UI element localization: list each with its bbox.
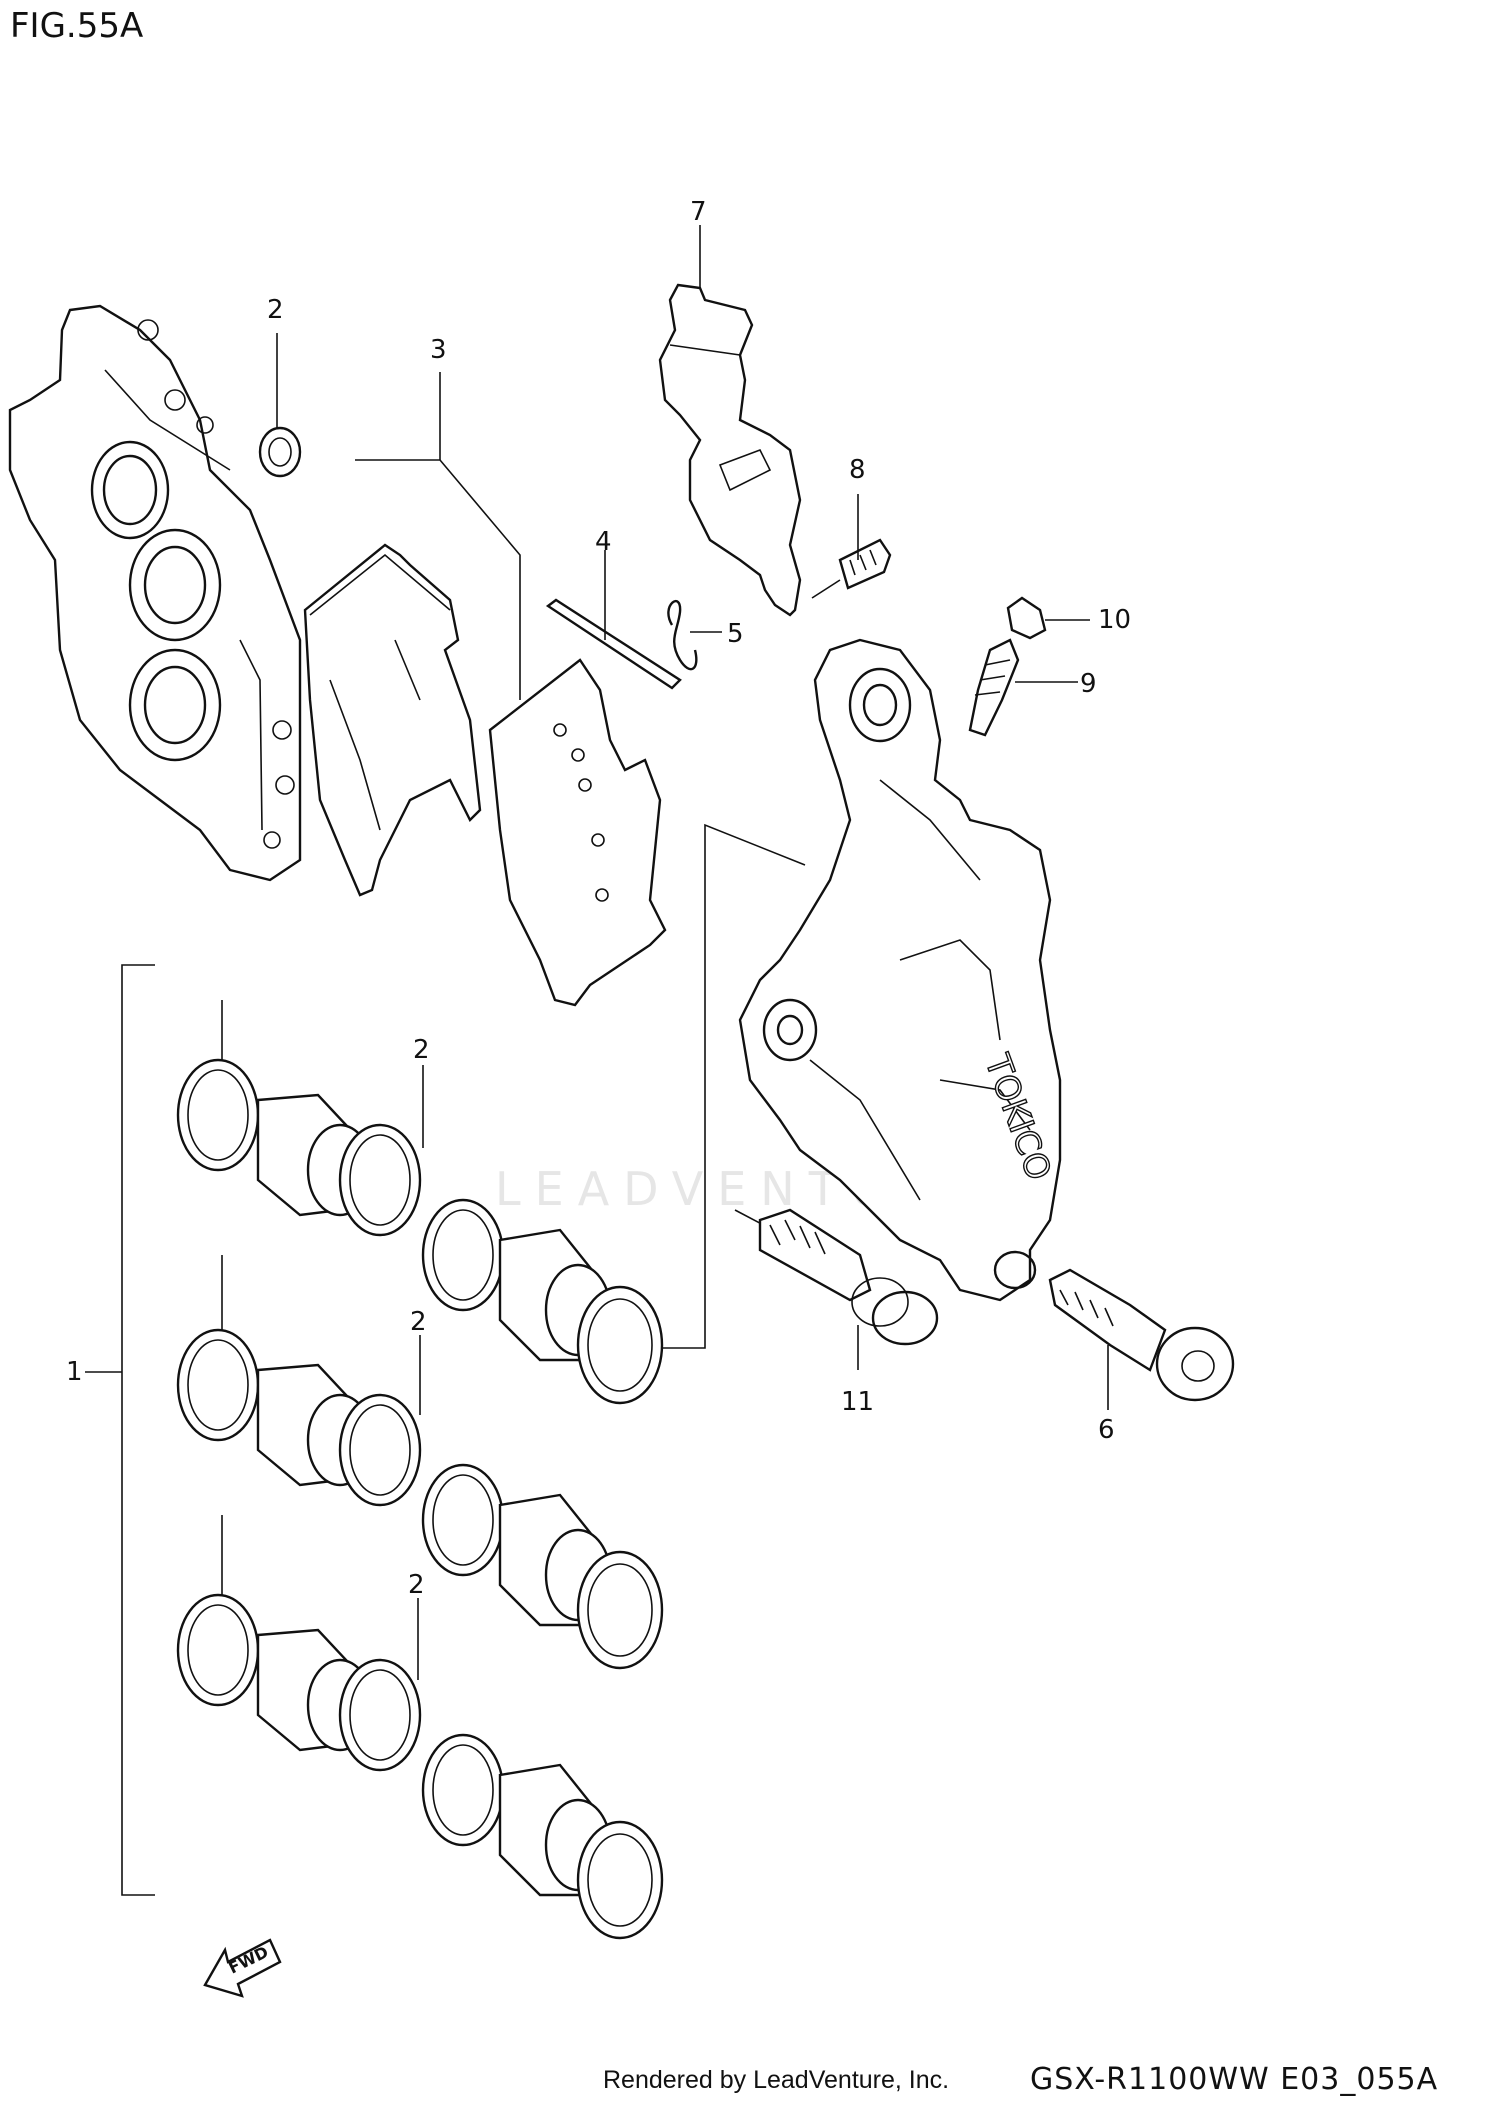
caliper-mount-bolt-11 [758, 1208, 939, 1346]
forward-arrow-icon: FWD [203, 1938, 282, 1998]
callout-4: 4 [595, 527, 612, 557]
leader-8-dash [811, 579, 841, 599]
bleeder-cap [1006, 596, 1047, 640]
piston-set-1 [176, 1000, 664, 1405]
callout-8: 8 [849, 455, 866, 485]
caliper-half-inner [738, 638, 1062, 1302]
leader-caliper-group [660, 823, 806, 1349]
callout-2-set1: 2 [413, 1035, 430, 1065]
callout-9: 9 [1080, 669, 1097, 699]
caliper-half-outer [8, 304, 302, 882]
callout-10: 10 [1098, 605, 1131, 635]
pad-pin-clip [667, 599, 698, 671]
brake-pad-outer [303, 543, 482, 897]
callout-7: 7 [690, 197, 707, 227]
footer-diagram-code: GSX-R1100WW E03_055A [1030, 2062, 1439, 2097]
piston-set-3 [176, 1515, 664, 1940]
callout-2-set3: 2 [408, 1570, 425, 1600]
callout-3: 3 [430, 335, 447, 365]
brake-pad-inner [488, 658, 667, 1007]
callout-2-set2: 2 [410, 1307, 427, 1337]
bracket-bolt [838, 538, 892, 590]
footer-rendered-by: Rendered by LeadVenture, Inc. [603, 2066, 950, 2094]
leader-3 [355, 459, 521, 700]
callout-6: 6 [1098, 1415, 1115, 1445]
figure-title: FIG.55A [10, 6, 144, 46]
pad-pin [545, 598, 682, 690]
seal-ring-small [258, 426, 302, 478]
callout-5: 5 [727, 619, 744, 649]
callout-11: 11 [841, 1387, 874, 1417]
callout-2-seal: 2 [267, 295, 284, 325]
mount-bracket [658, 283, 802, 617]
piston-set-2 [176, 1255, 664, 1670]
bleeder-valve [968, 638, 1020, 737]
caliper-mount-bolt-6 [1048, 1268, 1235, 1402]
callout-1: 1 [66, 1357, 83, 1387]
leader-kit-bracket [121, 964, 155, 1896]
